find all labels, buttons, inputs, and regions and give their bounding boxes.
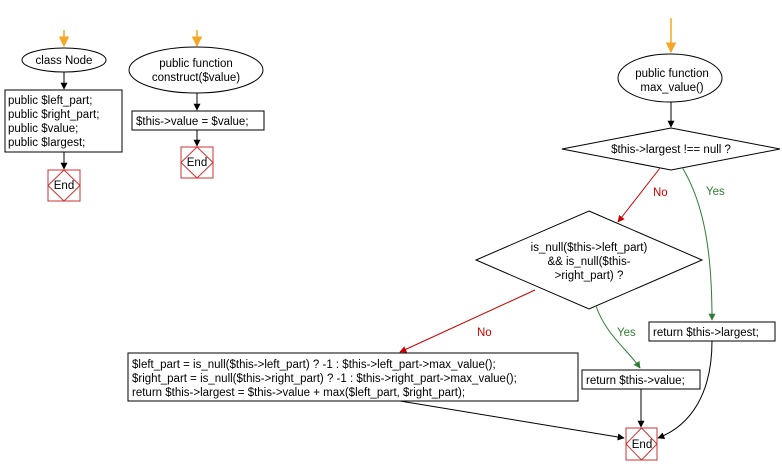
compute-box <box>127 352 579 402</box>
end-label: End <box>187 157 207 169</box>
start-node <box>128 46 264 94</box>
flow-construct: public function construct($value) $this-… <box>128 30 265 179</box>
yes-label: Yes <box>617 327 636 339</box>
assignment-box <box>131 110 265 131</box>
flow-class-node: class Node public $left_part; public $ri… <box>4 30 123 202</box>
no-branch-arrow <box>617 167 661 223</box>
end-node-diamond <box>47 169 81 202</box>
start-label-line: public function <box>635 68 709 80</box>
start-label-line: construct($value) <box>152 72 240 84</box>
compute-line: $right_part = is_null($this->right_part)… <box>132 373 517 385</box>
connector <box>399 400 625 441</box>
declaration-line: public $left_part; <box>8 95 92 107</box>
flow-max-value: public function max_value() $this->large… <box>127 18 781 461</box>
yes-branch-arrow <box>595 305 641 369</box>
no-label: No <box>653 187 668 199</box>
yes-label: Yes <box>706 186 725 198</box>
declaration-line: public $right_part; <box>8 109 99 121</box>
decision-text-line: is_null($this->left_part) <box>531 242 648 254</box>
declaration-line: public $value; <box>8 123 78 135</box>
decision-largest-not-null <box>561 127 781 171</box>
decision-children-null <box>474 210 704 310</box>
end-node-diamond <box>180 146 214 179</box>
compute-line: $left_part = is_null($this->left_part) ?… <box>132 359 496 371</box>
declarations-box <box>4 89 123 153</box>
decision-text-line: && is_null($this- <box>547 256 630 268</box>
declaration-line: public $largest; <box>8 137 85 149</box>
start-label-line: public function <box>159 58 233 70</box>
connector <box>657 340 713 440</box>
no-label: No <box>477 327 492 339</box>
end-node-diamond <box>625 427 658 461</box>
compute-line: return $this->largest = $this->value + m… <box>132 387 465 399</box>
end-label: End <box>632 439 652 451</box>
return-value-text: return $this->value; <box>586 375 685 387</box>
no-branch-arrow <box>399 289 536 353</box>
decision-text: $this->largest !== null ? <box>611 144 731 156</box>
assignment-text: $this->value = $value; <box>136 116 249 128</box>
return-largest-text: return $this->largest; <box>653 327 759 339</box>
yes-branch-arrow <box>681 166 716 321</box>
start-node <box>617 53 723 103</box>
end-label: End <box>54 180 74 192</box>
decision-text-line: >right_part) ? <box>555 270 624 282</box>
start-label-line: max_value() <box>640 82 703 94</box>
start-label: class Node <box>36 55 93 67</box>
